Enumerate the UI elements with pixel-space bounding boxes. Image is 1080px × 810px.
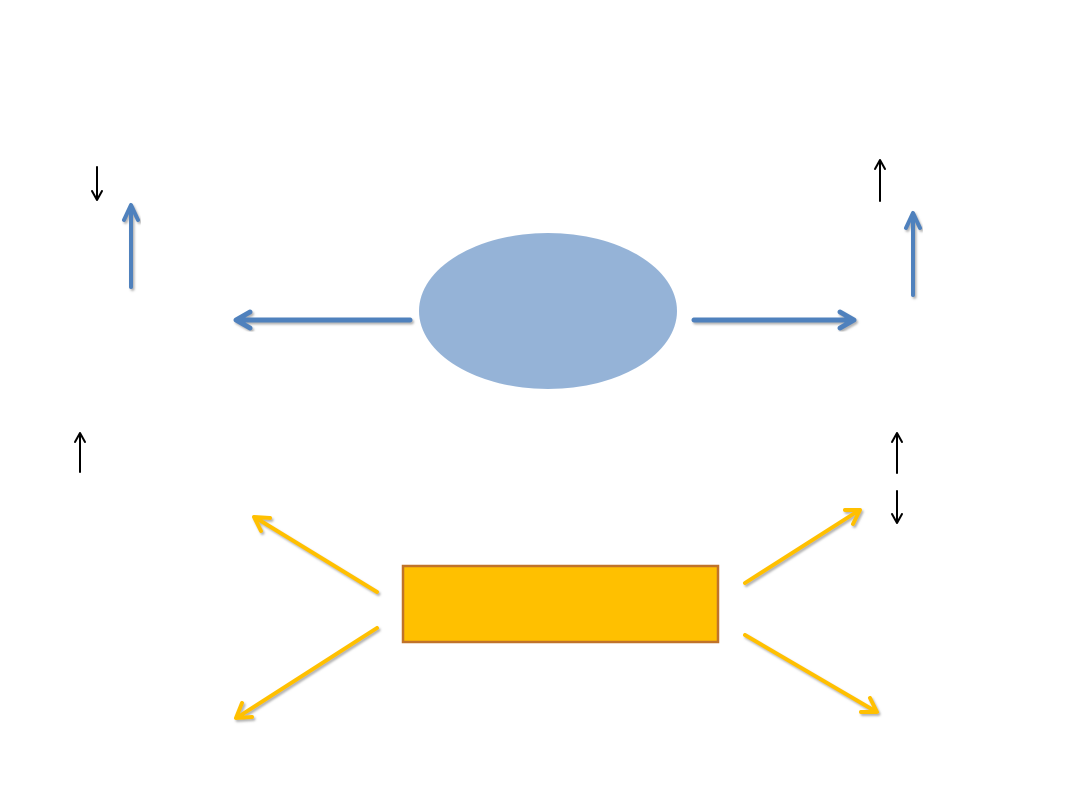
arrow-up-icon <box>874 159 886 202</box>
arrow-left-icon <box>233 309 413 331</box>
arrow-diagonal-icon <box>234 626 379 720</box>
arrow-down-icon <box>891 490 903 524</box>
arrow-diagonal-icon <box>743 508 862 585</box>
arrow-diagonal-icon <box>743 633 879 714</box>
arrow-diagonal-icon <box>252 515 379 594</box>
arrow-down-icon <box>91 166 103 201</box>
arrow-right-icon <box>691 309 857 331</box>
arrow-up-icon <box>891 432 903 474</box>
center-ellipse[interactable] <box>419 233 677 389</box>
arrow-up-icon <box>74 432 86 473</box>
center-rectangle[interactable] <box>401 564 720 644</box>
arrow-up-icon <box>122 203 140 289</box>
arrow-up-icon <box>904 211 922 297</box>
